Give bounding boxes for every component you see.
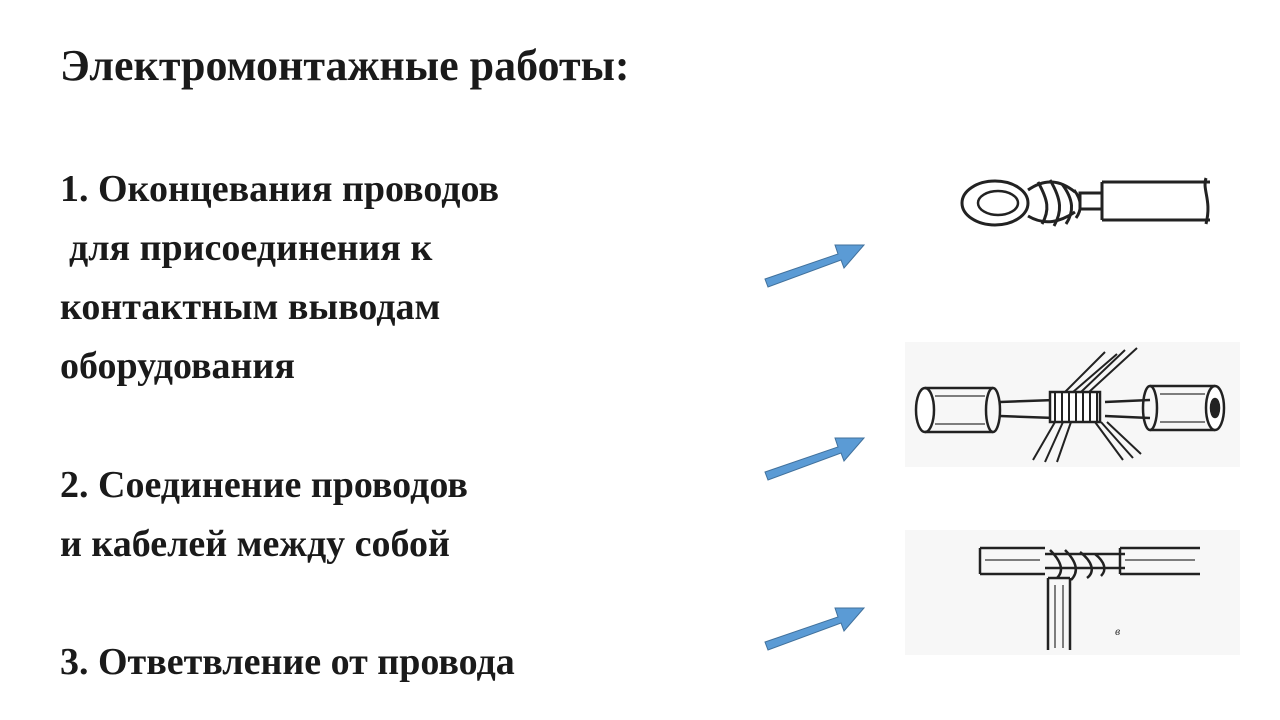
list-item-line: для присоединения к bbox=[69, 227, 433, 269]
wire-tap-branch-icon: в bbox=[905, 530, 1240, 655]
list-item-branching: 3. Ответвление от провода bbox=[60, 633, 515, 692]
list-item-line: контактным выводам bbox=[60, 286, 441, 328]
list-item-termination: 1. Оконцевания проводов для присоединени… bbox=[60, 160, 499, 396]
illustration-letter: в bbox=[1115, 624, 1120, 638]
list-item-line: 1. Оконцевания проводов bbox=[60, 168, 500, 210]
arrow-right-up-icon bbox=[764, 607, 866, 651]
list-item-line: оборудования bbox=[60, 345, 295, 387]
list-item-line: 2. Соединение проводов bbox=[60, 464, 468, 506]
wire-twist-splice-icon bbox=[905, 342, 1240, 467]
list-item-joining: 2. Соединение проводов и кабелей между с… bbox=[60, 456, 468, 574]
wire-eyelet-termination-icon bbox=[960, 177, 1210, 227]
list-item-line: 3. Ответвление от провода bbox=[60, 641, 515, 683]
arrow-right-up-icon bbox=[764, 244, 866, 288]
list-item-line: и кабелей между собой bbox=[60, 523, 450, 565]
slide-title: Электромонтажные работы: bbox=[60, 41, 630, 90]
arrow-right-up-icon bbox=[764, 437, 866, 481]
